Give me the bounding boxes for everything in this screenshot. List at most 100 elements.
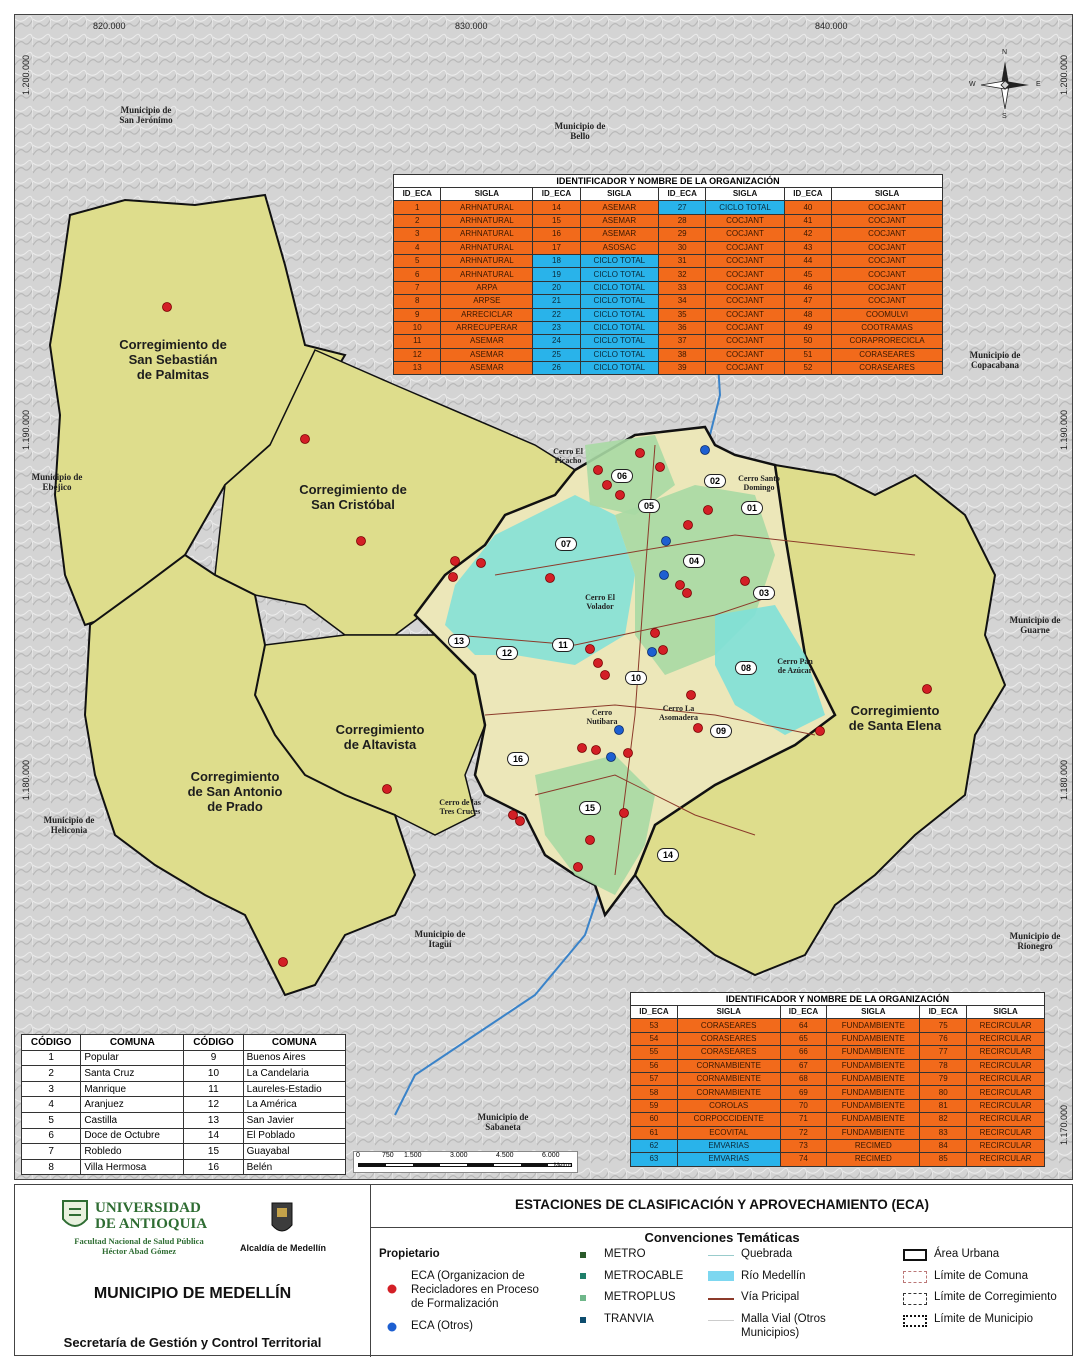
- org-sigla-cell: EMVARIAS: [676, 1152, 781, 1167]
- org-sigla-cell: CICLO TOTAL: [579, 320, 659, 336]
- org-sigla-cell: CICLO TOTAL: [579, 361, 659, 376]
- urban-cyan-zone: [445, 495, 635, 665]
- org-sigla-cell: COCJANT: [705, 334, 785, 349]
- org-sigla-cell: FUNDAMBIENTE: [826, 1112, 921, 1127]
- org-sigla-cell: CORASEARES: [831, 347, 943, 363]
- comuna-badge-04: 04: [683, 554, 705, 568]
- comuna-badge-11: 11: [552, 638, 574, 652]
- org-sigla-cell: CORPOCCIDENTE: [676, 1112, 781, 1127]
- org-id-cell: 6: [392, 267, 442, 282]
- comuna-badge-10: 10: [625, 671, 647, 685]
- org-sigla-cell: ARRECICLAR: [440, 307, 534, 322]
- org-id-cell: 4: [392, 240, 442, 255]
- org-id-cell: 83: [919, 1125, 968, 1140]
- org-table-top-title: IDENTIFICADOR Y NOMBRE DE LA ORGANIZACIÓ…: [393, 174, 943, 187]
- legend-eca-red: ECA (Organizacion de Recicladores en Pro…: [411, 1270, 539, 1310]
- municipio-copacabana: Municipio de Copacabana: [969, 350, 1021, 371]
- urban-green-south: [535, 755, 655, 895]
- org-id-cell: 29: [657, 227, 707, 242]
- comuna-code-cell: 4: [20, 1096, 82, 1113]
- comuna-code-cell: 10: [183, 1065, 244, 1082]
- org-id-cell: 72: [779, 1125, 828, 1140]
- org-sigla-cell: ECOVITAL: [676, 1125, 781, 1140]
- org-sigla-cell: CORASEARES: [676, 1018, 781, 1033]
- north-w: W: [969, 81, 976, 88]
- comuna-code-cell: 16: [183, 1158, 244, 1176]
- north-n: N: [1002, 49, 1008, 56]
- legend-limite-municipio: Límite de Municipio: [934, 1313, 1034, 1325]
- org-id-cell: 55: [630, 1045, 678, 1060]
- rio-icon: [708, 1271, 734, 1281]
- comuna-badge-13: 13: [448, 634, 470, 648]
- org-id-cell: 12: [392, 347, 442, 363]
- comuna-badge-15: 15: [579, 801, 601, 815]
- org-id-cell: 7: [392, 280, 442, 296]
- org-sigla-cell: CICLO TOTAL: [579, 334, 659, 349]
- org-sigla-cell: RECIRCULAR: [966, 1138, 1045, 1154]
- org-sigla-cell: ASEMAR: [440, 334, 534, 349]
- org-sigla-cell: CICLO TOTAL: [579, 253, 659, 269]
- org-id-cell: 1: [392, 200, 442, 215]
- org-header-cell: ID_ECA: [392, 186, 442, 202]
- org-sigla-cell: COCJANT: [705, 227, 785, 242]
- org-sigla-cell: RECIRCULAR: [966, 1098, 1045, 1114]
- coord-top-3: 840.000: [815, 21, 848, 31]
- coord-left-2: 1.190.000: [21, 410, 31, 451]
- org-sigla-cell: COCJANT: [831, 253, 943, 269]
- org-id-cell: 60: [630, 1112, 678, 1127]
- org-id-cell: 62: [630, 1138, 678, 1154]
- comuna-name-cell: San Javier: [242, 1111, 347, 1129]
- org-id-cell: 81: [919, 1098, 968, 1114]
- metroplus-icon: [580, 1295, 586, 1301]
- org-sigla-cell: CICLO TOTAL: [705, 200, 785, 215]
- org-sigla-cell: ARPSE: [440, 294, 534, 309]
- org-sigla-cell: CORASEARES: [831, 361, 943, 376]
- org-table-bottom-title: IDENTIFICADOR Y NOMBRE DE LA ORGANIZACIÓ…: [630, 992, 1045, 1005]
- map-frame[interactable]: 820.000 830.000 840.000 1.200.000 1.190.…: [14, 14, 1073, 1180]
- blue-dot-icon: [387, 1322, 397, 1332]
- municipio-guarne: Municipio de Guarne: [1009, 615, 1061, 636]
- org-id-cell: 84: [919, 1138, 968, 1154]
- org-id-cell: 41: [783, 213, 833, 229]
- org-sigla-cell: ARPA: [440, 280, 534, 296]
- label-san-cristobal: Corregimiento de San Cristóbal: [299, 482, 407, 512]
- org-id-cell: 37: [657, 334, 707, 349]
- org-id-cell: 13: [392, 361, 442, 376]
- label-palmitas: Corregimiento de San Sebastián de Palmit…: [119, 337, 227, 382]
- alcaldia-name: Alcaldía de Medellín: [239, 1243, 327, 1253]
- comuna-code-cell: 11: [183, 1080, 244, 1098]
- municipio-ebejico: Municipio de Ebéjico: [31, 472, 83, 493]
- org-header-cell: SIGLA: [826, 1004, 921, 1020]
- cerro-volador: Cerro El Volador: [585, 593, 615, 611]
- org-id-cell: 36: [657, 320, 707, 336]
- org-sigla-cell: ARHNATURAL: [440, 213, 534, 229]
- org-sigla-cell: RECIRCULAR: [966, 1031, 1045, 1047]
- org-id-cell: 9: [392, 307, 442, 322]
- secretaria-title: Secretaría de Gestión y Control Territor…: [63, 1335, 322, 1350]
- org-table-bottom: IDENTIFICADOR Y NOMBRE DE LA ORGANIZACIÓ…: [630, 992, 1045, 1167]
- org-sigla-cell: CORASEARES: [676, 1031, 781, 1047]
- scale-tick-label: 1.500: [404, 1152, 422, 1159]
- org-sigla-cell: COOMULVI: [831, 307, 943, 322]
- org-sigla-cell: RECIRCULAR: [966, 1112, 1045, 1127]
- comuna-header-cell: COMUNA: [242, 1034, 347, 1051]
- comuna-badge-16: 16: [507, 752, 529, 766]
- coord-left-3: 1.180.000: [21, 760, 31, 801]
- org-sigla-cell: ASEMAR: [440, 347, 534, 363]
- org-sigla-cell: ASOSAC: [579, 240, 659, 255]
- org-sigla-cell: CICLO TOTAL: [579, 267, 659, 282]
- legend-metro: METRO: [604, 1248, 646, 1260]
- org-id-cell: 10: [392, 320, 442, 336]
- comuna-name-cell: Guayabal: [242, 1143, 347, 1160]
- quebrada-icon: [708, 1255, 734, 1256]
- comuna-name-cell: Castilla: [80, 1111, 185, 1129]
- comuna-code-cell: 8: [20, 1158, 82, 1176]
- org-id-cell: 79: [919, 1071, 968, 1087]
- propietario-label: Propietario: [379, 1248, 440, 1260]
